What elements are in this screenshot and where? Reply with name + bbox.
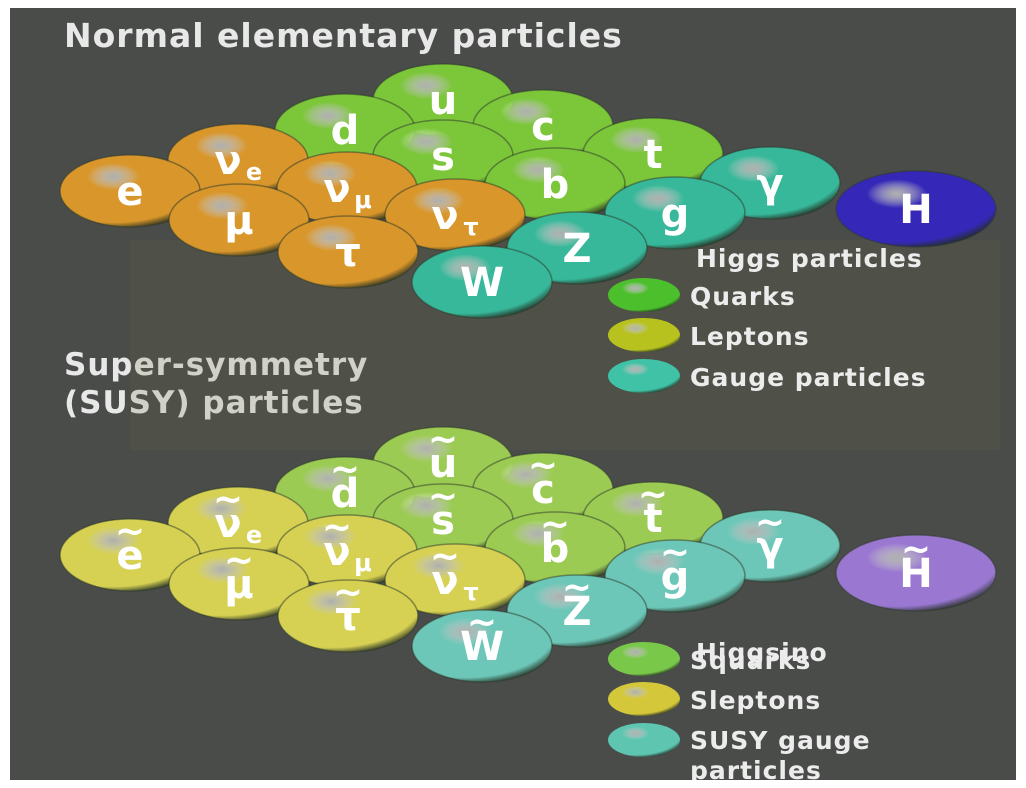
svg-text:τ: τ <box>463 578 478 606</box>
legend-leptons-swatch <box>608 318 680 352</box>
svg-text:ν: ν <box>431 193 458 239</box>
susy-particle-e: e~ <box>59 511 201 592</box>
svg-text:~: ~ <box>540 504 570 545</box>
svg-text:μ: μ <box>224 198 253 244</box>
susy-title-line1: Super-symmetry <box>64 347 369 383</box>
svg-text:e: e <box>246 521 262 549</box>
svg-text:e: e <box>116 533 143 579</box>
susy-particles-title: Super-symmetry (SUSY) particles <box>64 346 368 422</box>
svg-text:~: ~ <box>755 502 785 543</box>
svg-text:ν: ν <box>214 138 241 184</box>
svg-text:~: ~ <box>115 511 145 552</box>
legend-squarks-label: Squarks <box>690 646 812 675</box>
svg-text:g: g <box>661 191 690 237</box>
higgs-particles-label: Higgs particles <box>696 244 923 273</box>
legend-susy-gauge-line2: particles <box>690 756 822 780</box>
svg-text:γ: γ <box>756 524 783 570</box>
svg-text:Z: Z <box>562 589 591 635</box>
svg-text:H: H <box>899 187 932 233</box>
svg-text:~: ~ <box>322 507 352 548</box>
svg-text:~: ~ <box>428 419 458 460</box>
svg-text:μ: μ <box>354 549 372 577</box>
svg-text:~: ~ <box>638 474 668 515</box>
svg-text:τ: τ <box>335 230 361 276</box>
normal-particle-e: e <box>59 154 201 228</box>
legend-sleptons-swatch <box>608 682 680 716</box>
susy-particle-W: W~ <box>411 602 553 683</box>
svg-text:ν: ν <box>214 501 241 547</box>
normal-particle-μ: μ <box>168 183 310 257</box>
svg-text:~: ~ <box>330 449 360 490</box>
svg-text:~: ~ <box>430 536 460 577</box>
svg-text:~: ~ <box>562 567 592 608</box>
svg-text:~: ~ <box>660 532 690 573</box>
normal-particles-title: Normal elementary particles <box>64 16 623 55</box>
svg-text:~: ~ <box>528 445 558 486</box>
svg-text:~: ~ <box>213 479 243 520</box>
normal-particle-τ: τ <box>277 215 419 289</box>
svg-text:e: e <box>116 169 143 215</box>
svg-text:u: u <box>429 78 457 124</box>
svg-text:μ: μ <box>224 562 253 608</box>
higgsino-label: Higgsino <box>696 638 828 667</box>
legend-susy-gauge-label: SUSY gauge particles <box>690 726 871 780</box>
diagram-panel: Normal elementary particles Super-symmet… <box>10 8 1016 780</box>
svg-text:W: W <box>460 624 504 670</box>
legend-gauge-swatch <box>608 359 680 393</box>
legend-susy-gauge-swatch <box>608 723 680 757</box>
normal-particle-H: H <box>835 170 997 248</box>
svg-text:τ: τ <box>335 594 361 640</box>
legend-quarks-label: Quarks <box>690 282 796 311</box>
svg-text:d: d <box>331 108 360 154</box>
svg-text:b: b <box>541 162 570 208</box>
legend-gauge-label: Gauge particles <box>690 363 927 392</box>
svg-text:e: e <box>246 158 262 186</box>
svg-text:u: u <box>429 441 457 487</box>
svg-text:H: H <box>899 551 932 597</box>
legend-sleptons-label: Sleptons <box>690 686 822 715</box>
svg-text:W: W <box>460 260 504 306</box>
legend-quarks-swatch <box>608 278 680 312</box>
svg-text:μ: μ <box>354 186 372 214</box>
svg-text:τ: τ <box>463 213 478 241</box>
svg-text:γ: γ <box>756 161 783 207</box>
legend-leptons-label: Leptons <box>690 322 810 351</box>
svg-text:~: ~ <box>333 572 363 613</box>
susy-particle-μ: μ~ <box>168 540 310 621</box>
svg-text:ν: ν <box>323 166 350 212</box>
svg-text:ν: ν <box>431 558 458 604</box>
svg-text:s: s <box>431 498 455 544</box>
susy-title-line2: (SUSY) particles <box>64 385 364 421</box>
svg-text:~: ~ <box>428 476 458 517</box>
normal-particle-W: W <box>411 245 553 319</box>
svg-text:t: t <box>643 132 662 178</box>
svg-text:~: ~ <box>467 602 497 643</box>
susy-particle-H: H~ <box>835 529 997 612</box>
svg-text:~: ~ <box>901 529 931 570</box>
svg-text:~: ~ <box>224 540 254 581</box>
svg-text:t: t <box>643 496 662 542</box>
svg-text:g: g <box>661 554 690 600</box>
svg-text:ν: ν <box>323 529 350 575</box>
svg-text:Z: Z <box>562 226 591 272</box>
svg-text:d: d <box>331 471 360 517</box>
svg-text:c: c <box>531 467 555 513</box>
svg-text:s: s <box>431 134 455 180</box>
svg-text:b: b <box>541 526 570 572</box>
susy-particle-τ: τ~ <box>277 572 419 653</box>
svg-text:c: c <box>531 104 555 150</box>
legend-squarks-swatch <box>608 642 680 676</box>
legend-susy-gauge-line1: SUSY gauge <box>690 726 871 755</box>
